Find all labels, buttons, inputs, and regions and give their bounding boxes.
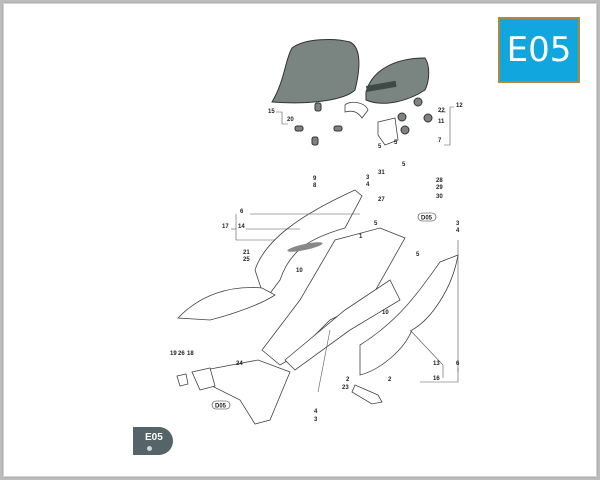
section-code-badge: E05 — [498, 17, 580, 83]
dot-icon — [147, 446, 152, 451]
ref-tag-d05-upper-text: D05 — [421, 216, 433, 222]
callout-label: 5 — [416, 252, 420, 258]
callout-label: 29 — [436, 185, 443, 191]
passenger-seat — [365, 57, 430, 104]
callout-label: 28 — [436, 178, 443, 184]
callout-label: 21 — [243, 250, 250, 256]
footrest-bracket — [204, 359, 291, 425]
rider-seat — [271, 39, 360, 104]
callout-label: 4 — [366, 182, 370, 188]
tail-fairing-left — [254, 189, 363, 301]
callout-label: 22 — [438, 108, 445, 114]
callout-label: 5 — [394, 140, 398, 146]
callout-label: 4 — [314, 409, 318, 415]
seat-band — [366, 80, 397, 92]
ref-tag-d05-upper[interactable] — [417, 212, 437, 222]
callout-label: 30 — [436, 194, 443, 200]
callout-label: 11 — [438, 119, 445, 125]
grab-handle — [344, 101, 369, 119]
bracket-23 — [351, 384, 383, 405]
vent-grille — [287, 242, 323, 252]
callout-label: 13 — [433, 361, 440, 367]
ref-tag-d05-lower-text: D05 — [215, 404, 227, 410]
callout-label: 6 — [240, 209, 244, 215]
callout-label: 2 — [346, 377, 350, 383]
side-panel — [177, 287, 276, 321]
callout-label: 20 — [287, 117, 294, 123]
callout-label: 5 — [378, 144, 382, 150]
callout-label: 18 — [187, 351, 194, 357]
callout-label: 10 — [382, 310, 389, 316]
callout-label: 15 — [268, 109, 275, 115]
callout-label: 3 — [456, 221, 460, 227]
callout-label: 17 — [222, 224, 229, 230]
seat-lock-bracket — [377, 117, 399, 146]
section-tab[interactable]: E05 — [133, 427, 173, 455]
callout-label: 26 — [178, 351, 185, 357]
tail-fairing-right — [359, 254, 459, 376]
leader-lines — [231, 106, 459, 383]
section-tab-label: E05 — [145, 432, 163, 443]
callout-label: 7 — [438, 138, 442, 144]
callout-label: 12 — [456, 103, 463, 109]
callout-label: 8 — [313, 183, 317, 189]
callout-label: 5 — [374, 221, 378, 227]
seat-bumpers — [294, 97, 433, 146]
callout-label: 3 — [366, 175, 370, 181]
callout-label: 5 — [402, 162, 406, 168]
ref-tag-d05-lower[interactable] — [211, 400, 231, 410]
rear-subframe-lower — [284, 279, 401, 371]
callout-label: 16 — [433, 376, 440, 382]
callout-label: 19 — [170, 351, 177, 357]
callout-label: 31 — [378, 170, 385, 176]
callout-label: 25 — [243, 257, 250, 263]
callout-label: 10 — [296, 268, 303, 274]
callout-label: 14 — [238, 224, 245, 230]
callout-label: 2 — [388, 377, 392, 383]
footrest-cap — [176, 373, 189, 387]
callout-label: 6 — [456, 361, 460, 367]
callout-label: 1 — [359, 234, 363, 240]
callout-label: 24 — [236, 361, 243, 367]
footrest-plate — [191, 367, 216, 391]
callout-label: 4 — [456, 228, 460, 234]
callout-label: 27 — [378, 197, 385, 203]
callout-label: 3 — [314, 417, 318, 423]
callout-label: 23 — [342, 385, 349, 391]
callout-label: 9 — [313, 176, 317, 182]
